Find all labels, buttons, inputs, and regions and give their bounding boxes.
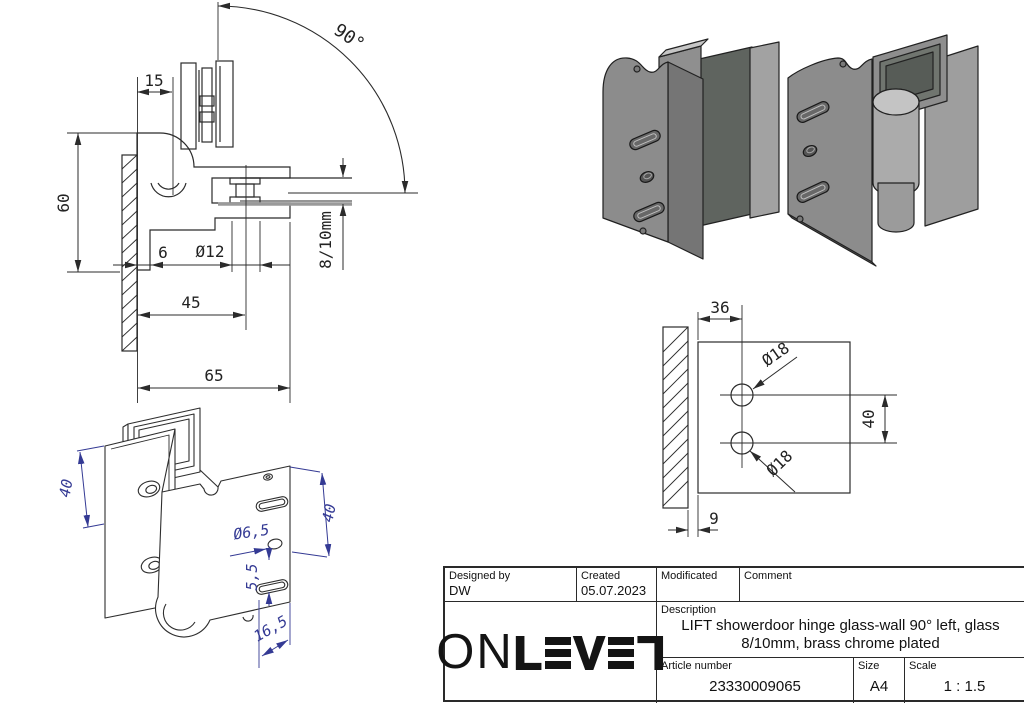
description-line2: 8/10mm, brass chrome plated (741, 635, 940, 652)
dim-36: 36 (710, 298, 729, 317)
logo-letter-e-bars (544, 636, 571, 669)
iso-shaded-right-hinge (787, 34, 979, 267)
mounting-plate (697, 341, 851, 494)
slot-bottom (255, 579, 289, 595)
comment-cell: Comment (740, 568, 1024, 601)
slot-top (255, 496, 289, 512)
dim-40-left: 40 (56, 478, 77, 499)
comment-label: Comment (744, 570, 792, 582)
dim-45: 45 (181, 293, 200, 312)
dim-d18-bottom: Ø18 (762, 446, 796, 480)
slot-top (796, 101, 830, 123)
article-number-value: 23330009065 (709, 678, 801, 695)
description-label: Description (661, 604, 717, 616)
back-clamp-plate (749, 41, 780, 219)
title-block: Designed by DW Created 05.07.2023 Modifi… (436, 566, 1024, 703)
dim-40: 40 (859, 409, 878, 428)
article-number-label: Article number (661, 660, 732, 672)
scale-label: Scale (909, 660, 937, 672)
dim-glass-thickness: 8/10mm (316, 211, 335, 269)
title-block-header-row: Designed by DW Created 05.07.2023 Modifi… (445, 568, 1024, 602)
article-number-cell: Article number 23330009065 (657, 658, 854, 703)
dim-d12: Ø12 (196, 242, 225, 261)
slot-bottom (633, 201, 665, 223)
centerlines (67, 2, 418, 403)
face-view-dimensions (668, 315, 889, 534)
glass-pane-section (218, 177, 352, 206)
wall-plate-face (787, 57, 873, 263)
size-cell: Size A4 (854, 658, 905, 703)
countersunk-hole-top (137, 480, 161, 498)
dim-55: 5,5 (243, 563, 261, 590)
scale-cell: Scale 1 : 1.5 (905, 658, 1024, 703)
dim-15: 15 (144, 71, 163, 90)
dim-60: 60 (54, 193, 73, 212)
dim-40-right: 40 (318, 502, 339, 523)
iso-shaded-left-hinge (602, 38, 780, 260)
designed-by-label: Designed by (449, 570, 511, 582)
dim-d18-top: Ø18 (758, 338, 793, 370)
created-value: 05.07.2023 (581, 583, 647, 598)
dim-6: 6 (158, 243, 168, 262)
logo-letter-e-bars (607, 636, 634, 669)
dim-angle: 90° (330, 20, 369, 56)
wall-hatched (662, 326, 689, 509)
designed-by-value: DW (449, 583, 471, 598)
modificated-cell: Modificated (657, 568, 740, 601)
logo-cell: ON L V L (436, 602, 666, 703)
slot-top (629, 129, 661, 151)
side-view-dimensions (74, 88, 347, 392)
dim-d65: Ø6,5 (232, 521, 270, 544)
designed-by-cell: Designed by DW (445, 568, 577, 601)
description-cell: Description LIFT showerdoor hinge glass-… (657, 602, 1024, 658)
iso-wireframe-view: 40 Ø6,5 5,5 40 16,5 (56, 407, 340, 668)
screw-hole (639, 171, 655, 183)
scale-value: 1 : 1.5 (943, 678, 986, 695)
top-screw (263, 473, 273, 481)
angle-dimension-90 (217, 2, 409, 194)
side-section-view: 90° 15 60 6 Ø12 8/10mm 45 65 (54, 2, 418, 403)
onlevel-logo: ON L V L (436, 625, 666, 680)
iso-dimensions (76, 445, 332, 668)
logo-letter-l: L (513, 626, 543, 679)
wall-plate-side (667, 61, 704, 260)
size-label: Size (858, 660, 880, 672)
created-cell: Created 05.07.2023 (577, 568, 657, 601)
dim-165: 16,5 (250, 612, 290, 646)
logo-on-text: ON (436, 625, 514, 679)
dim-9: 9 (709, 509, 719, 528)
created-label: Created (581, 570, 621, 582)
size-value: A4 (869, 678, 889, 695)
logo-letter-v: V (573, 626, 606, 679)
screw-hole (802, 144, 818, 158)
logo-letter-l-flipped: L (636, 626, 666, 680)
hinge-body-face (155, 465, 291, 638)
dim-65: 65 (204, 366, 223, 385)
slot-bottom (796, 181, 830, 203)
modificated-label: Modificated (661, 570, 718, 582)
wall-hatched (121, 154, 138, 352)
wall-plate-face-view: 36 Ø18 Ø18 40 9 (662, 298, 897, 537)
small-hole (267, 538, 283, 550)
door-clamp-outline (180, 60, 234, 150)
description-line1: LIFT showerdoor hinge glass-wall 90° lef… (681, 617, 1000, 634)
